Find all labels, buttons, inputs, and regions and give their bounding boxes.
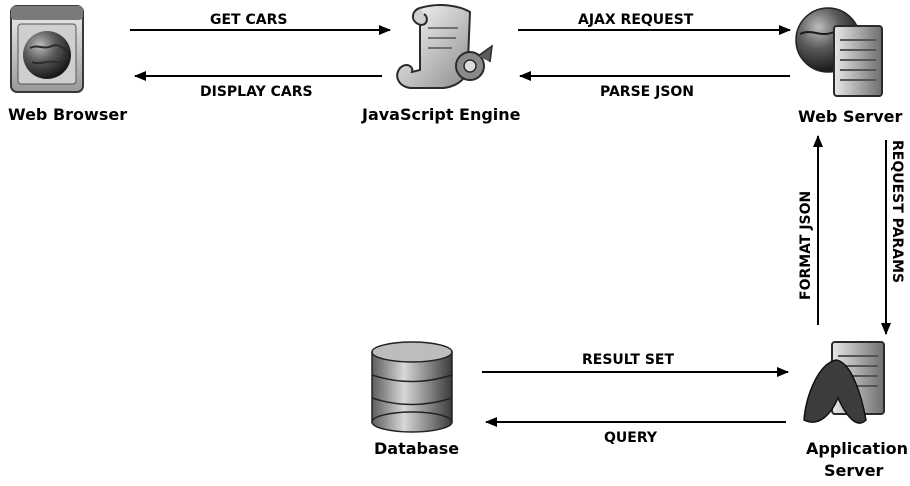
database-label: Database: [374, 439, 459, 458]
get-cars-label: GET CARS: [210, 12, 287, 28]
application-server-label-line1: Application: [806, 439, 908, 458]
display-cars-label: DISPLAY CARS: [200, 84, 313, 100]
browser-globe-icon: [10, 5, 84, 93]
web-browser-label: Web Browser: [8, 105, 127, 124]
parse-json-label: PARSE JSON: [600, 84, 694, 100]
query-label: QUERY: [604, 430, 658, 446]
application-server-label-line2: Server: [824, 461, 884, 480]
application-server-icon: [803, 341, 885, 424]
javascript-engine-label: JavaScript Engine: [361, 105, 521, 124]
request-params-label: REQUEST PARAMS: [889, 140, 905, 283]
format-json-label: FORMAT JSON: [798, 191, 814, 300]
ajax-request-label: AJAX REQUEST: [578, 12, 694, 28]
result-set-label: RESULT SET: [582, 352, 674, 368]
script-scroll-icon: [396, 4, 493, 89]
web-server-label: Web Server: [798, 107, 903, 126]
server-globe-icon: [795, 7, 883, 97]
database-cylinder-icon: [371, 341, 453, 433]
